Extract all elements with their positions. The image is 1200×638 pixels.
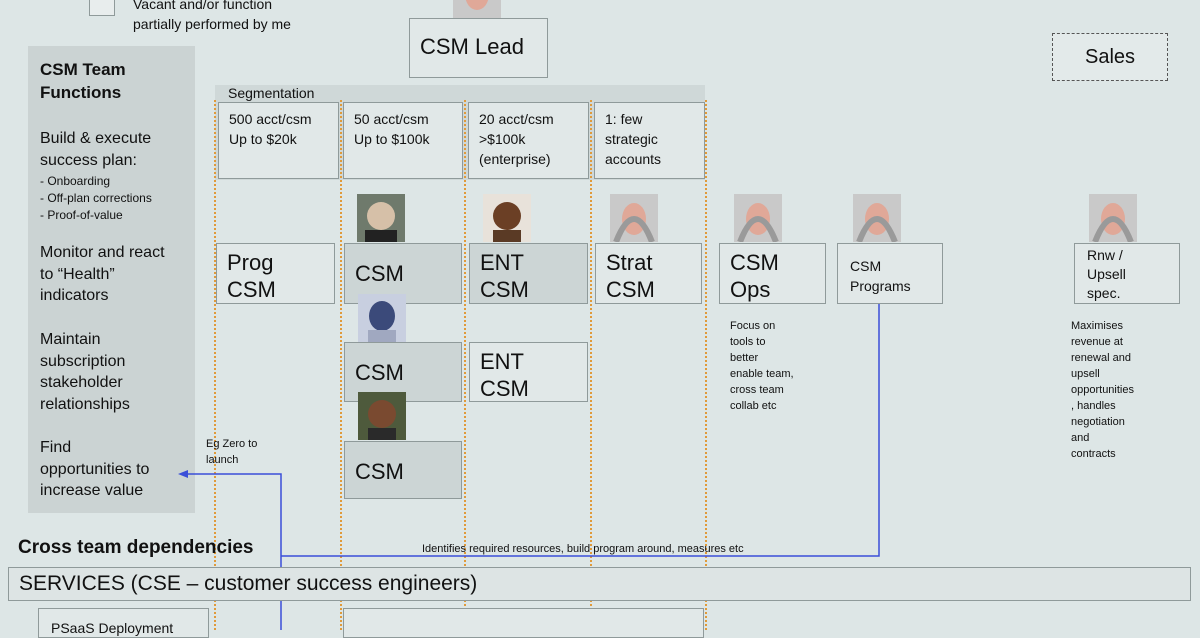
- segment-label: 500 acct/csm Up to $20k: [229, 111, 312, 147]
- csm-box: CSM: [344, 243, 462, 304]
- segment-label: 1: few strategic accounts: [605, 111, 662, 167]
- csm-ops-note: Focus on tools to better enable team, cr…: [730, 320, 794, 412]
- person-placeholder-icon: [734, 194, 782, 242]
- csm-programs-box: CSM Programs: [837, 243, 943, 304]
- role-label: ENT CSM: [480, 349, 529, 401]
- strat-csm-box: Strat CSM: [595, 243, 702, 304]
- function-subitem: - Onboarding: [40, 174, 111, 188]
- role-label: Prog CSM: [227, 250, 276, 302]
- segment-label: 50 acct/csm Up to $100k: [354, 111, 430, 147]
- bottom-box: [343, 608, 704, 638]
- segment-box: 20 acct/csm >$100k (enterprise): [468, 102, 589, 179]
- person-photo: [358, 392, 406, 440]
- function-item: Monitor and react to “Health” indicators: [40, 244, 165, 304]
- person-placeholder-icon: [610, 194, 658, 242]
- function-item: Build & execute success plan:: [40, 130, 152, 169]
- segmentation-label: Segmentation: [228, 85, 315, 101]
- role-label: CSM: [355, 360, 404, 385]
- ent-csm-box: ENT CSM: [469, 243, 588, 304]
- services-label: SERVICES (CSE – customer success enginee…: [19, 572, 478, 595]
- csm-lead-box: CSM Lead: [409, 18, 548, 78]
- person-placeholder-icon: [853, 194, 901, 242]
- function-subitem: - Proof-of-value: [40, 208, 123, 222]
- segment-box: 500 acct/csm Up to $20k: [218, 102, 339, 179]
- eg-zero-note: Eg Zero to launch: [206, 438, 258, 466]
- role-label: CSM Programs: [850, 258, 911, 294]
- lead-avatar: [453, 0, 501, 18]
- role-label: CSM: [355, 459, 404, 484]
- role-label: Rnw / Upsell spec.: [1087, 247, 1126, 301]
- column-divider: [340, 100, 342, 630]
- cross-team-title: Cross team dependencies: [18, 537, 254, 558]
- person-placeholder-icon: [1089, 194, 1137, 242]
- csm-functions-panel: CSM Team Functions Build & execute succe…: [28, 46, 195, 513]
- functions-title: CSM Team Functions: [40, 60, 126, 102]
- services-bar: SERVICES (CSE – customer success enginee…: [8, 567, 1191, 601]
- role-label: CSM Ops: [730, 250, 779, 302]
- role-label: CSM: [355, 261, 404, 286]
- prog-csm-box: Prog CSM: [216, 243, 335, 304]
- segment-box: 1: few strategic accounts: [594, 102, 705, 179]
- person-photo: [358, 294, 406, 342]
- psaas-label: PSaaS Deployment: [51, 620, 174, 636]
- column-divider: [214, 100, 216, 630]
- segment-label: 20 acct/csm >$100k (enterprise): [479, 111, 554, 167]
- function-subitem: - Off-plan corrections: [40, 191, 152, 205]
- csm-ops-box: CSM Ops: [719, 243, 826, 304]
- sales-box: Sales: [1052, 33, 1168, 81]
- role-label: Strat CSM: [606, 250, 655, 302]
- role-label: ENT CSM: [480, 250, 529, 302]
- segment-box: 50 acct/csm Up to $100k: [343, 102, 463, 179]
- psaas-box: PSaaS Deployment: [38, 608, 209, 638]
- identifies-note: Identifies required resources, build pro…: [422, 543, 744, 555]
- csm-box: CSM: [344, 441, 462, 499]
- ent-csm-box: ENT CSM: [469, 342, 588, 402]
- legend-swatch: [89, 0, 115, 16]
- legend-label: Vacant and/or function partially perform…: [133, 0, 291, 32]
- person-photo: [483, 194, 531, 242]
- person-photo: [357, 194, 405, 242]
- function-item: Find opportunities to increase value: [40, 439, 150, 499]
- rnw-upsell-box: Rnw / Upsell spec.: [1074, 243, 1180, 304]
- sales-label: Sales: [1084, 46, 1136, 68]
- function-item: Maintain subscription stakeholder relati…: [40, 331, 130, 413]
- upsell-note: Maximises revenue at renewal and upsell …: [1071, 320, 1134, 460]
